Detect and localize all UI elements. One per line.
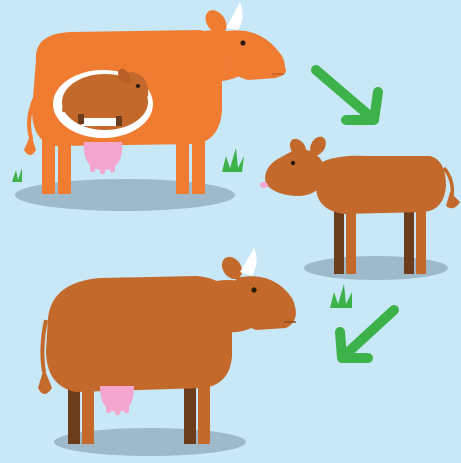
eye	[251, 287, 256, 292]
teat	[100, 164, 105, 174]
eye	[136, 84, 140, 88]
body	[46, 276, 232, 392]
teat	[90, 162, 95, 172]
teat	[106, 404, 111, 413]
ground-shadow	[304, 256, 448, 280]
calf-hoof	[78, 114, 84, 124]
calf-leg-folded	[80, 118, 118, 126]
muzzle	[266, 63, 286, 77]
tongue	[260, 182, 268, 188]
eye	[240, 40, 245, 45]
body	[316, 156, 446, 214]
eye	[291, 161, 295, 165]
teat	[115, 406, 120, 415]
teat	[110, 162, 115, 172]
calf-hoof	[116, 116, 122, 126]
teat	[124, 404, 129, 413]
